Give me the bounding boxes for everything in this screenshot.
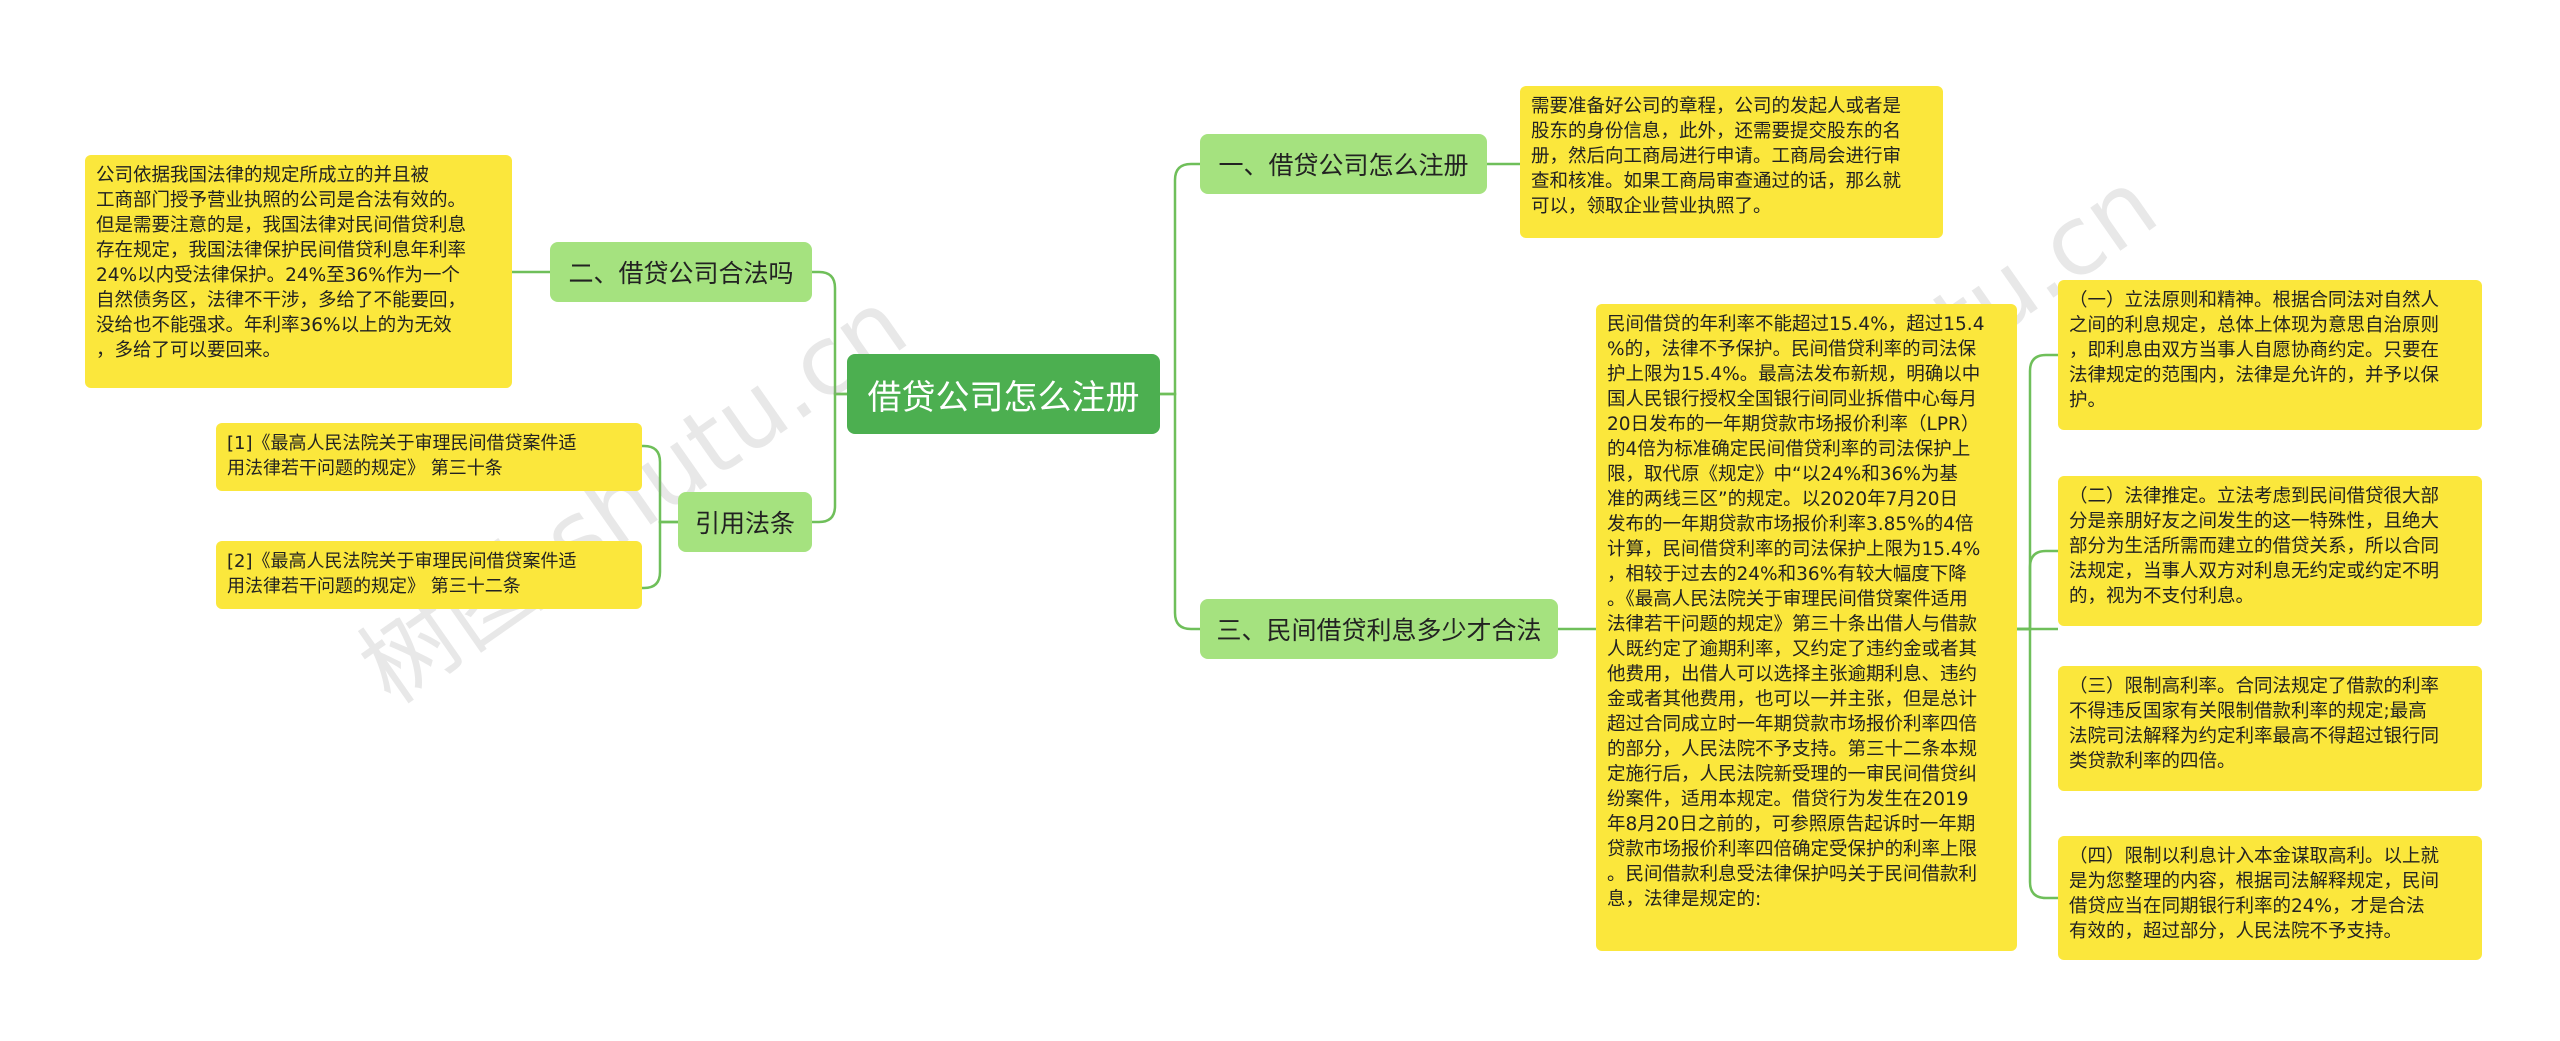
root-node[interactable]: 借贷公司怎么注册 (847, 354, 1160, 434)
leaf-interest-main: 民间借贷的年利率不能超过15.4%，超过15.4 %的，法律不予保护。民间借贷利… (1596, 304, 2017, 951)
connector-b4-d1 (642, 444, 678, 524)
leaf-law-ref-1: [1]《最高人民法院关于审理民间借贷案件适 用法律若干问题的规定》 第三十条 (216, 423, 642, 491)
connector-root-b4 (812, 392, 847, 524)
leaf-principle: （一）立法原则和精神。根据合同法对自然人 之间的利息规定，总体上体现为意思自治原… (2058, 280, 2482, 430)
leaf-high-rate-limit: （三）限制高利率。合同法规定了借款的利率 不得违反国家有关限制借款利率的规定;最… (2058, 666, 2482, 791)
branch-how-to-register[interactable]: 一、借贷公司怎么注册 (1200, 134, 1487, 194)
branch-is-legal[interactable]: 二、借贷公司合法吗 (550, 242, 812, 302)
connector-b4-d2 (642, 520, 678, 590)
leaf-compound-limit: （四）限制以利息计入本金谋取高利。以上就 是为您整理的内容，根据司法解释规定，民… (2058, 836, 2482, 960)
leaf-law-ref-2: [2]《最高人民法院关于审理民间借贷案件适 用法律若干问题的规定》 第三十二条 (216, 541, 642, 609)
connector-b3-sub-1 (2017, 353, 2058, 631)
connector-root-b2 (812, 270, 847, 396)
leaf-legality: 公司依据我国法律的规定所成立的并且被 工商部门授予营业执照的公司是合法有效的。 … (85, 155, 512, 388)
leaf-presumption: （二）法律推定。立法考虑到民间借贷很大部 分是亲朋好友之间发生的这一特殊性，且绝… (2058, 476, 2482, 626)
connector-b3-sub-4 (2017, 627, 2058, 900)
connector-root-b1 (1160, 162, 1200, 396)
branch-cited-laws[interactable]: 引用法条 (678, 492, 812, 552)
connector-b3-sub-2 (2017, 549, 2058, 631)
leaf-register-steps: 需要准备好公司的章程，公司的发起人或者是 股东的身份信息，此外，还需要提交股东的… (1520, 86, 1943, 238)
branch-interest-rate[interactable]: 三、民间借贷利息多少才合法 (1200, 599, 1558, 659)
connector-root-b3 (1160, 392, 1200, 631)
